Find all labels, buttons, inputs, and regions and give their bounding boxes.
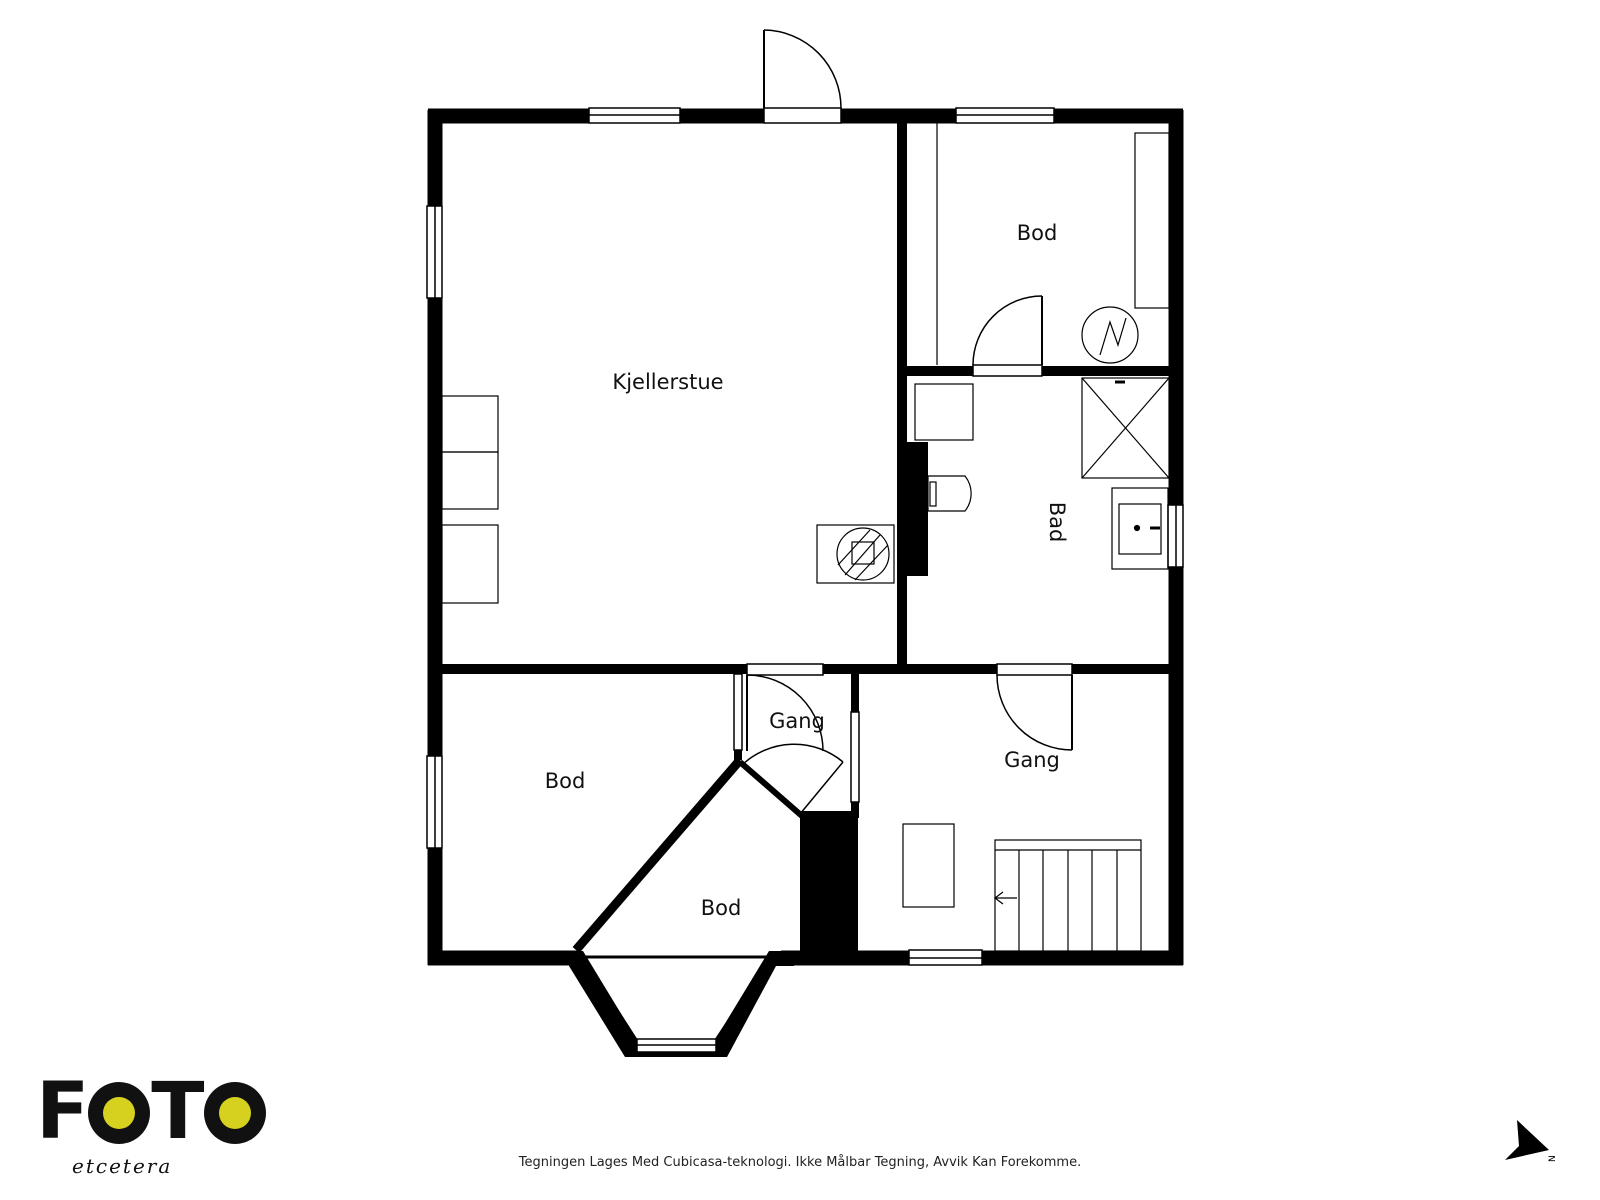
room-label-bad: Bad [1045,502,1069,543]
room-label-gang-right: Gang [1004,748,1060,772]
entrance-door [763,29,842,124]
footer-disclaimer: Tegningen Lages Med Cubicasa-teknologi. … [518,1155,1082,1170]
kjellerstue-furniture [441,395,895,604]
bay-walls [569,951,794,1057]
room-label-gang-small: Gang [769,709,825,733]
door-gang-small [746,663,824,752]
door-diagonal [741,743,844,815]
compass-label: N [1548,1155,1558,1162]
room-label-kjellerstue: Kjellerstue [612,370,723,394]
logo-subtitle: etcetera [72,1154,173,1178]
logo-dot-icon-2 [203,1082,266,1144]
logo-dot-icon [88,1082,151,1144]
room-label-bod-left: Bod [545,769,586,793]
gang-furniture [902,823,1142,952]
room-label-bod-top: Bod [1017,221,1058,245]
door-bod-top [972,295,1043,377]
compass-icon: N [1505,1120,1558,1162]
logo-letter-f: F [36,1067,89,1157]
door-gang-right [996,663,1073,751]
logo-letter-t: T [151,1067,204,1157]
windows [426,107,1184,1053]
bad-fixtures [914,377,1170,570]
room-label-bod-bottom: Bod [701,896,742,920]
bod-top-furniture [936,122,1170,365]
